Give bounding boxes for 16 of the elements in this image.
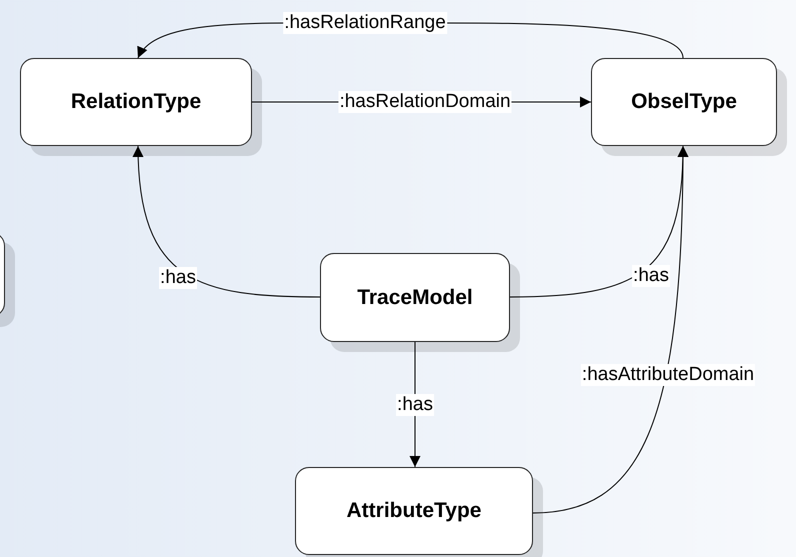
class-name: ObselType — [631, 89, 737, 116]
edge-label: :has — [632, 265, 670, 287]
edge-label: :has — [396, 394, 434, 416]
class-box — [295, 467, 533, 555]
class-name: RelationType — [70, 89, 202, 116]
class-name: TraceModel — [357, 284, 473, 311]
edge-label: :hasRelationDomain — [338, 91, 512, 113]
class-box — [20, 58, 252, 146]
class-box — [591, 58, 777, 146]
class-box — [320, 253, 510, 342]
arrow — [532, 146, 688, 514]
edge-label: :has — [159, 267, 197, 289]
edge-label: :hasAttributeDomain — [580, 364, 756, 386]
arrow — [132, 146, 320, 298]
class-name: AttributeType — [346, 498, 482, 524]
edge-label: :hasRelationRange — [283, 12, 447, 34]
